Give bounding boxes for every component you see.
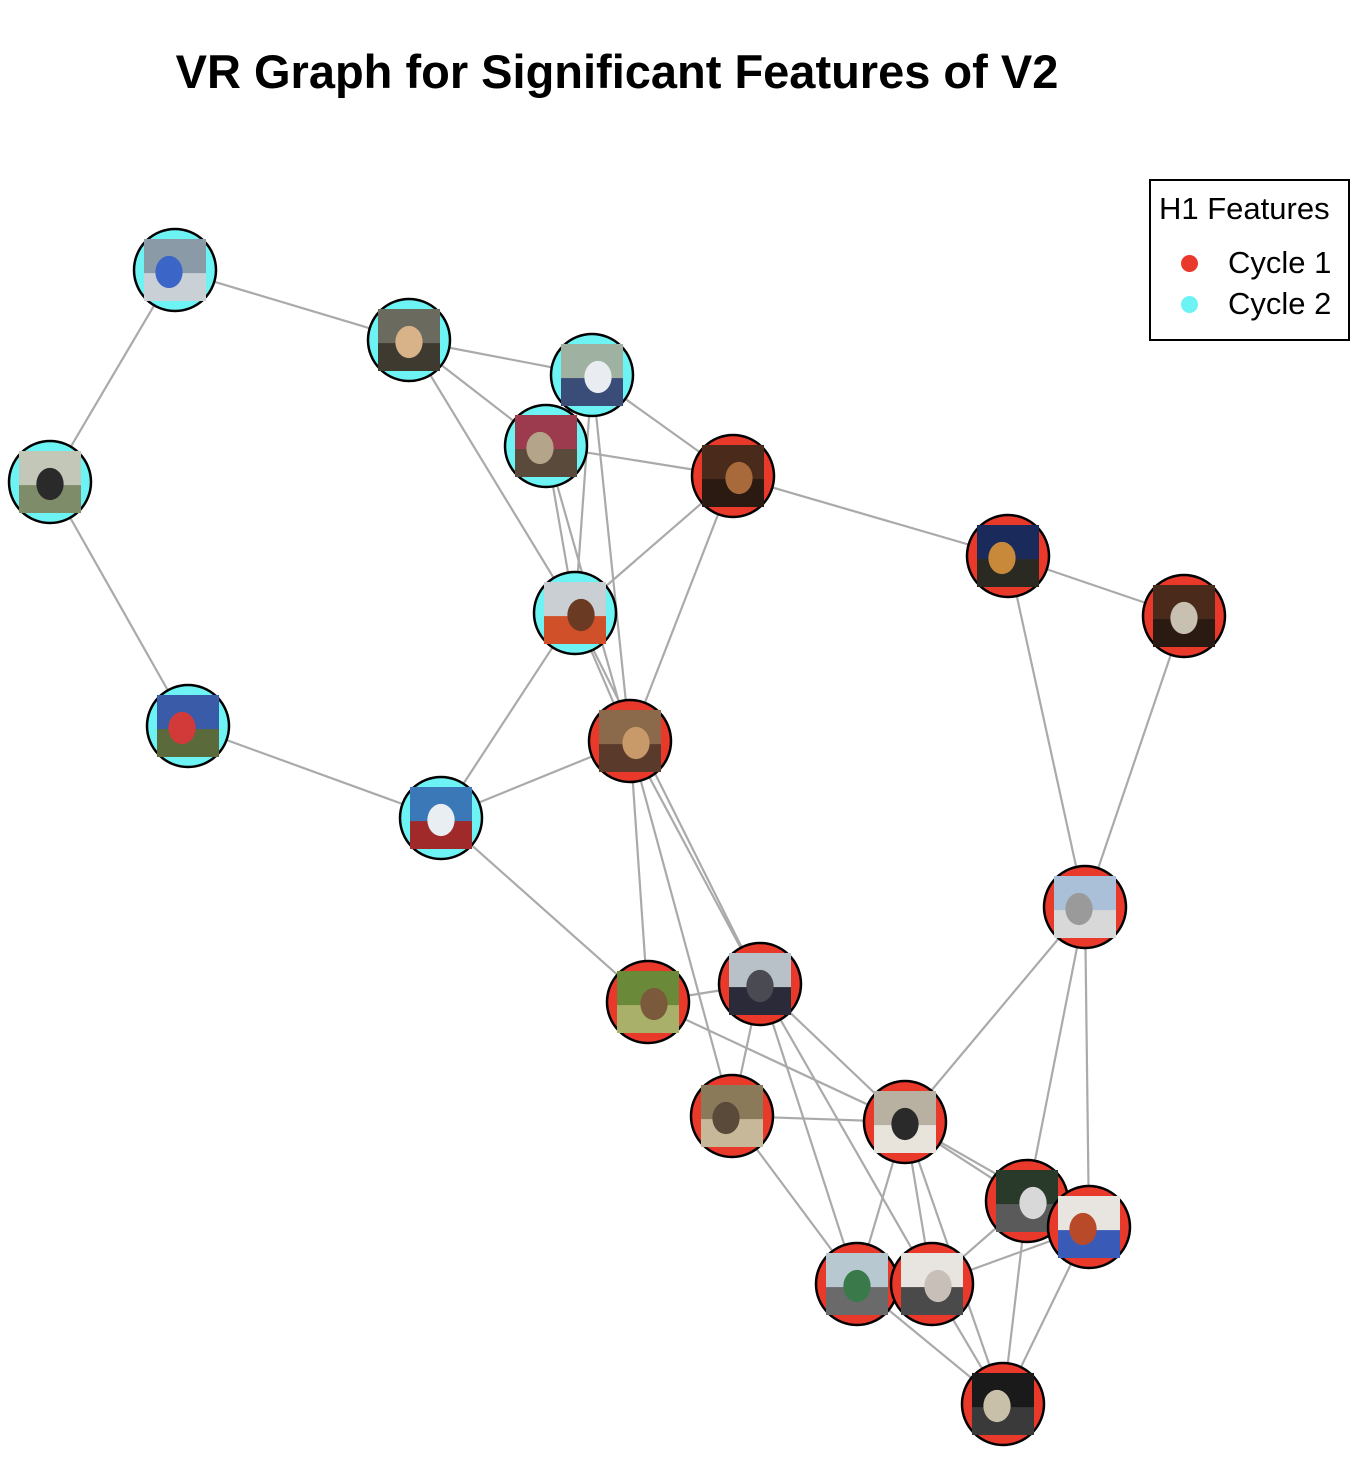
bathroom-photo bbox=[874, 1091, 936, 1153]
node-c2-a bbox=[132, 227, 218, 313]
node-c1-n bbox=[960, 1361, 1046, 1447]
node-c1-h bbox=[689, 1073, 775, 1159]
edge-c2-f-c1-f bbox=[574, 612, 761, 985]
legend-swatch-cycle-1 bbox=[1181, 254, 1198, 272]
market-photo bbox=[701, 1085, 763, 1147]
node-c1-d bbox=[587, 698, 673, 784]
stuffed-toys-photo bbox=[157, 695, 219, 757]
edge-c2-g-c2-h bbox=[187, 724, 442, 820]
highway-sign-photo bbox=[826, 1253, 888, 1315]
node-c1-a bbox=[690, 433, 776, 519]
edge-c2-e-c2-g bbox=[49, 481, 189, 727]
people-table-photo bbox=[378, 309, 440, 371]
edge-c2-h-c1-g bbox=[440, 817, 649, 1003]
legend-label-cycle-1: Cycle 1 bbox=[1228, 245, 1332, 280]
edge-c1-f-c1-m bbox=[759, 983, 933, 1285]
legend: H1 Features Cycle 1 Cycle 2 bbox=[1149, 179, 1350, 341]
airplane-photo bbox=[561, 344, 623, 406]
node-c1-b bbox=[965, 513, 1051, 599]
node-c2-d bbox=[503, 403, 589, 489]
surfer-photo bbox=[410, 787, 472, 849]
node-c2-c bbox=[549, 332, 635, 418]
legend-swatch-cycle-2 bbox=[1181, 295, 1198, 313]
skateboarder-photo bbox=[1054, 876, 1116, 938]
legend-title: H1 Features bbox=[1159, 191, 1330, 226]
page-title: VR Graph for Significant Features of V2 bbox=[175, 45, 1059, 98]
node-c2-e bbox=[7, 439, 93, 525]
person-walking-photo bbox=[19, 451, 81, 513]
food-plate-photo bbox=[1058, 1196, 1120, 1258]
node-c1-c bbox=[1141, 573, 1227, 659]
edge-c1-c-c1-e bbox=[1083, 615, 1186, 908]
edge-c2-b-c2-f bbox=[408, 339, 576, 614]
edge-c1-d-c1-h bbox=[628, 740, 734, 1117]
node-c1-k bbox=[1046, 1184, 1132, 1270]
edge-c2-c-c1-d bbox=[590, 374, 632, 742]
node-layer bbox=[7, 227, 1227, 1447]
kitchen-photo bbox=[901, 1253, 963, 1315]
node-c2-f bbox=[532, 570, 618, 656]
node-c2-b bbox=[366, 297, 452, 383]
edge-c1-g-c1-i bbox=[647, 1001, 906, 1123]
node-c2-h bbox=[398, 775, 484, 861]
edge-c1-e-c1-k bbox=[1083, 906, 1091, 1228]
edge-c1-a-c1-d bbox=[628, 475, 735, 742]
donut-photo bbox=[702, 445, 764, 507]
node-c1-l bbox=[814, 1241, 900, 1327]
street-photo bbox=[729, 953, 791, 1015]
edge-c1-d-c1-f bbox=[629, 740, 761, 985]
node-c1-i bbox=[862, 1079, 948, 1165]
edge-c1-b-c1-e bbox=[1006, 555, 1087, 908]
legend-item-cycle-1: Cycle 1 bbox=[1181, 245, 1331, 281]
legend-item-cycle-2: Cycle 2 bbox=[1181, 286, 1331, 322]
node-c1-e bbox=[1042, 864, 1128, 950]
night-street-photo bbox=[977, 525, 1039, 587]
edge-c1-f-c1-l bbox=[758, 983, 859, 1285]
edge-c1-d-c1-g bbox=[628, 740, 650, 1003]
edge-c1-e-c1-i bbox=[904, 906, 1086, 1123]
node-c1-g bbox=[605, 959, 691, 1045]
dark-room-photo bbox=[972, 1373, 1034, 1435]
cat-window-photo bbox=[1153, 585, 1215, 647]
blue-disc-photo bbox=[144, 239, 206, 301]
edge-c1-a-c1-b bbox=[732, 474, 1009, 558]
node-c1-f bbox=[717, 941, 803, 1027]
legend-label-cycle-2: Cycle 2 bbox=[1228, 286, 1332, 321]
node-c1-m bbox=[889, 1241, 975, 1327]
node-c2-g bbox=[145, 683, 231, 769]
edge-c1-e-c1-j bbox=[1025, 906, 1087, 1202]
teddy-bear-photo bbox=[515, 415, 577, 477]
tv-room-photo bbox=[544, 582, 606, 644]
animal-closeup-photo bbox=[617, 971, 679, 1033]
dog-photo bbox=[599, 710, 661, 772]
